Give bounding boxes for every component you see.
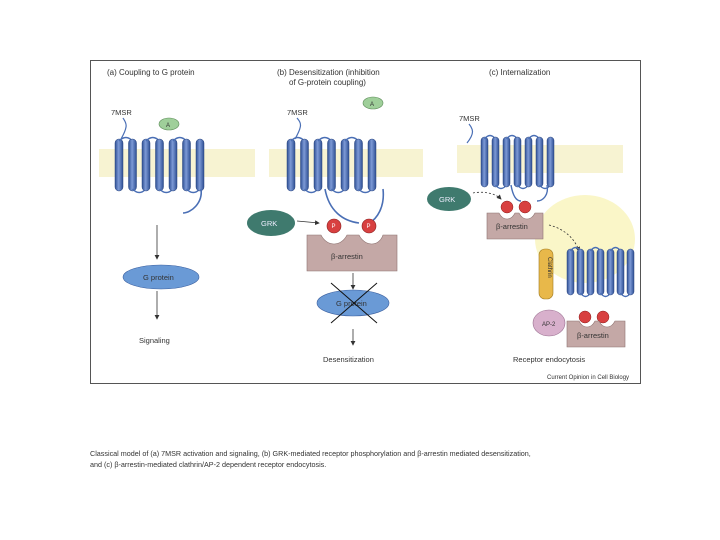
transmembrane-helix — [586, 248, 595, 296]
c-tail-b-right — [368, 188, 385, 224]
panel-b-receptor-label: 7MSR — [287, 108, 308, 117]
arrestin-b-label: β-arrestin — [331, 252, 363, 261]
transmembrane-helix — [480, 136, 489, 188]
ap2-label: AP-2 — [542, 322, 556, 328]
transmembrane-helix — [535, 136, 544, 188]
receptor-helices-c-internal — [566, 246, 635, 298]
transmembrane-helix — [300, 138, 309, 192]
receptor-helices-a — [114, 136, 205, 194]
ap2 — [532, 309, 566, 337]
c-tail-a — [182, 188, 202, 214]
panel-b-title-line1: (b) Desensitization (inhibition — [277, 68, 380, 77]
gprotein-a-label: G protein — [143, 273, 174, 282]
phospho-c4 — [596, 310, 610, 324]
gprotein-b — [316, 289, 390, 317]
panel-b: 7MSR A GRK P P β-arrestin G protein Dese… — [247, 96, 423, 364]
transmembrane-helix — [546, 136, 555, 188]
panel-a-pointer — [120, 117, 127, 140]
panel-a-title: (a) Coupling to G protein — [107, 68, 195, 77]
transmembrane-helix — [596, 248, 605, 296]
transmembrane-helix — [313, 138, 323, 192]
arrestin-c2 — [566, 320, 626, 348]
transmembrane-helix — [616, 248, 625, 296]
panel-c-receptor-label: 7MSR — [459, 114, 480, 123]
panel-c-title: (c) Internalization — [489, 68, 550, 77]
phospho-b2-label: P — [367, 224, 371, 230]
transmembrane-helix — [513, 136, 522, 188]
panel-c: 7MSR GRK β-arrestin Clathrin AP-2 β-arre… — [427, 114, 635, 364]
phospho-c2 — [518, 200, 532, 214]
transmembrane-helix — [524, 136, 533, 188]
phospho-b1-label: P — [332, 224, 336, 230]
transmembrane-helix — [502, 136, 511, 188]
phospho-c3 — [578, 310, 592, 324]
figure-caption: Classical model of (a) 7MSR activation a… — [90, 448, 650, 470]
block-line-2 — [330, 282, 378, 324]
grk-c — [427, 187, 471, 211]
transmembrane-helix — [155, 138, 164, 192]
ligand-a-label: A — [166, 123, 170, 129]
gprotein-a — [122, 264, 200, 290]
transmembrane-helix — [182, 138, 191, 192]
credit-label: Current Opinion in Cell Biology — [547, 375, 629, 381]
c-tail-c-right — [536, 184, 549, 202]
transmembrane-helix — [327, 138, 336, 192]
transmembrane-helix — [114, 138, 124, 192]
transmembrane-helix — [286, 138, 296, 192]
transmembrane-helix — [141, 138, 151, 192]
receptor-helices-b — [286, 136, 377, 194]
desensitization-label: Desensitization — [323, 355, 374, 364]
transmembrane-helix — [606, 248, 615, 296]
panel-a-receptor-label: 7MSR — [111, 108, 132, 117]
phospho-b1 — [326, 218, 342, 234]
transmembrane-helix — [195, 138, 205, 192]
arrestin-c-label: β-arrestin — [496, 222, 528, 231]
transmembrane-helix — [128, 138, 137, 192]
transmembrane-helix — [491, 136, 500, 188]
signaling-label: Signaling — [139, 336, 170, 345]
ligand-b-label: A — [370, 102, 374, 108]
grk-b — [247, 210, 295, 236]
transmembrane-helix — [576, 248, 585, 296]
arrestin-b — [306, 234, 398, 272]
caption-line-1: Classical model of (a) 7MSR activation a… — [90, 449, 531, 458]
panel-b-title-line2: of G-protein coupling) — [289, 78, 366, 87]
grk-c-label: GRK — [439, 195, 455, 204]
arrow-grk-b — [296, 220, 320, 226]
endocytosis-label: Receptor endocytosis — [513, 355, 585, 364]
ligand-a — [158, 117, 180, 131]
arrow-grk-c — [472, 191, 502, 200]
transmembrane-helix — [168, 138, 178, 192]
transmembrane-helix — [626, 248, 635, 296]
transmembrane-helix — [566, 248, 575, 296]
gprotein-b-label: G protein — [336, 299, 367, 308]
grk-b-label: GRK — [261, 219, 277, 228]
c-tail-c-left — [510, 184, 522, 202]
figure-panel: (a) Coupling to G protein (b) Desensitiz… — [90, 60, 641, 384]
phospho-c1 — [500, 200, 514, 214]
transmembrane-helix — [340, 138, 350, 192]
clathrin — [538, 248, 554, 300]
clathrin-label: Clathrin — [546, 257, 552, 278]
receptor-helices-c-surface — [480, 134, 555, 190]
panel-c-pointer — [466, 123, 474, 144]
transmembrane-helix — [354, 138, 363, 192]
c-tail-b-left — [324, 188, 360, 224]
panel-a: 7MSR A G protein Signaling — [99, 108, 255, 345]
caption-line-2: and (c) β-arrestin-mediated clathrin/AP-… — [90, 460, 327, 469]
phospho-b2 — [361, 218, 377, 234]
arrestin-c — [486, 212, 544, 240]
transmembrane-helix — [367, 138, 377, 192]
panel-b-pointer — [294, 117, 302, 140]
arrestin-c2-label: β-arrestin — [577, 331, 609, 340]
ligand-b — [362, 96, 384, 110]
